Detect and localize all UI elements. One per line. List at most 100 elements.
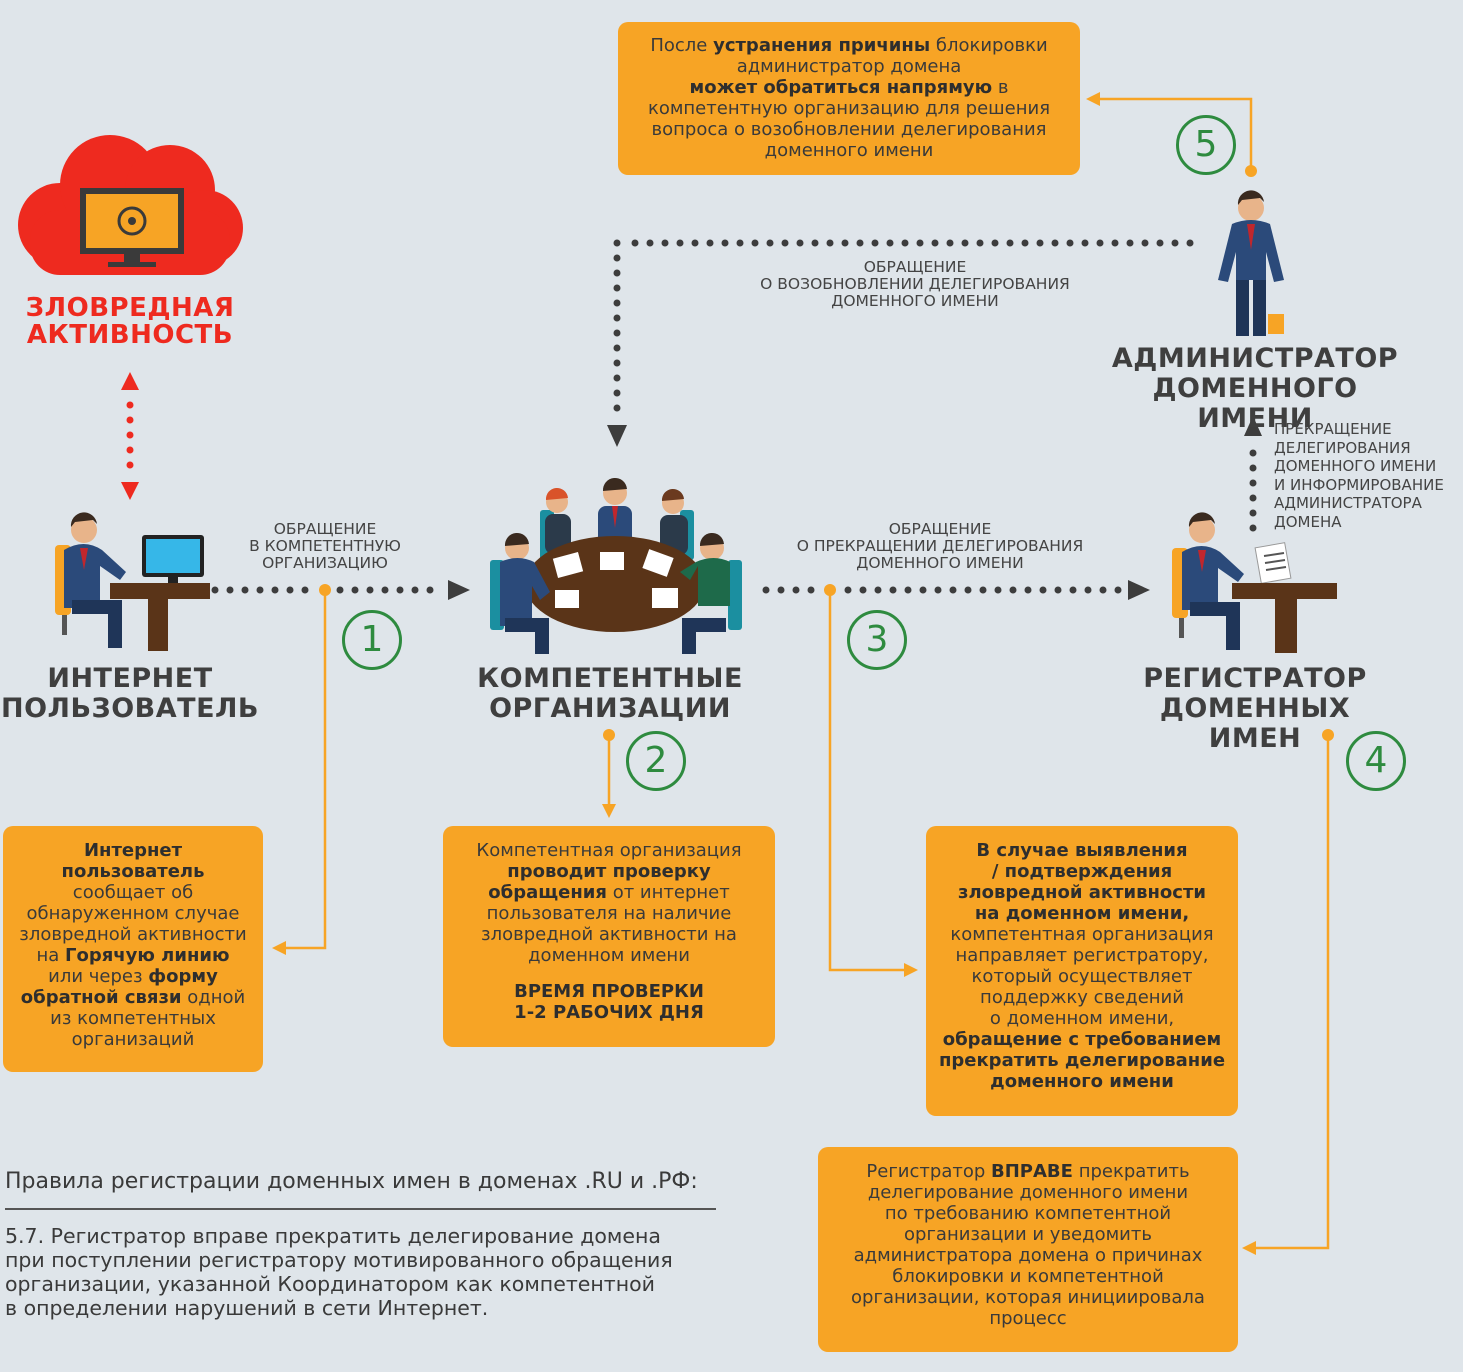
step3-bold: / подтверждения — [991, 861, 1173, 882]
step1-text: из компетентных — [50, 1008, 216, 1029]
domain-admin-icon — [1218, 190, 1284, 336]
step1-bold: пользователь — [61, 861, 205, 882]
step1-text: обнаруженном случае — [26, 903, 240, 924]
step3-bold: доменного имени — [990, 1071, 1174, 1092]
step4-text: администратора домена о причинах — [853, 1245, 1203, 1266]
rules-text: 5.7. Регистратор вправе прекратить делег… — [5, 1224, 725, 1320]
caption-line: И ИНФОРМИРОВАНИЕ — [1274, 475, 1444, 494]
step5-text: администратор домена — [736, 56, 962, 77]
step5-text: После — [650, 35, 708, 56]
step-3-badge: 3 — [847, 610, 907, 670]
step3-text: компетентная организация — [950, 924, 1214, 945]
step3-bold: на доменном имени, — [974, 903, 1190, 924]
registrar-icon — [1172, 512, 1337, 653]
step-4-box: Регистратор ВПРАВЕ прекратить делегирова… — [818, 1147, 1238, 1352]
step-1-badge: 1 — [342, 610, 402, 670]
malware-label: ЗЛОВРЕДНАЯ АКТИВНОСТЬ — [10, 295, 250, 349]
step5-text: блокировки — [935, 35, 1048, 56]
rules-line: 5.7. Регистратор вправе прекратить делег… — [5, 1224, 661, 1248]
internet-user-title: ИНТЕРНЕТ ПОЛЬЗОВАТЕЛЬ — [0, 664, 260, 724]
registrar-title-line2: ДОМЕННЫХ ИМЕН — [1159, 693, 1351, 754]
step2-bold: 1-2 РАБОЧИХ ДНЯ — [514, 1002, 704, 1023]
caption-line: О ПРЕКРАЩЕНИИ ДЕЛЕГИРОВАНИЯ — [796, 537, 1084, 555]
step4-text: процесс — [989, 1308, 1067, 1329]
rules-line: организации, указанной Координатором как… — [5, 1272, 655, 1296]
step5-text: в — [997, 77, 1009, 98]
caption-line: ДОМЕННОГО ИМЕНИ — [1274, 457, 1437, 475]
step2-text: пользователя на наличие — [486, 903, 732, 924]
step5-text: доменного имени — [764, 140, 934, 161]
step5-text: вопроса о возобновлении делегирования — [651, 119, 1047, 140]
caption-line: ДЕЛЕГИРОВАНИЯ — [1274, 438, 1411, 457]
step4-text: прекратить — [1078, 1161, 1190, 1182]
step2-text: доменном имени — [528, 945, 690, 966]
internet-user-title-line1: ИНТЕРНЕТ — [47, 663, 213, 694]
step-5-badge: 5 — [1176, 115, 1236, 175]
step3-bold: В случае выявления — [976, 840, 1188, 861]
step1-text: зловредной активности — [19, 924, 247, 945]
step1-text: одной — [187, 987, 246, 1008]
internet-user-title-line2: ПОЛЬЗОВАТЕЛЬ — [0, 693, 260, 724]
caption-line: ОБРАЩЕНИЕ — [273, 520, 377, 538]
internet-user-icon — [55, 512, 210, 651]
rules-line: при поступлении регистратору мотивирован… — [5, 1248, 673, 1272]
arrow-user-to-org — [211, 580, 470, 600]
caption-line: ДОМЕННОГО ИМЕНИ — [831, 292, 999, 310]
arrow-org-to-registrar — [762, 580, 1150, 600]
step2-bold: ВРЕМЯ ПРОВЕРКИ — [514, 981, 704, 1002]
caption-line: ОБРАЩЕНИЕ — [863, 258, 967, 276]
step4-text: Регистратор — [866, 1161, 986, 1182]
step-2-box: Компетентная организация проводит провер… — [443, 826, 775, 1047]
malware-label-line1: ЗЛОВРЕДНАЯ — [25, 293, 235, 323]
step2-bold: проводит проверку — [507, 861, 711, 882]
registrar-title-line1: РЕГИСТРАТОР — [1143, 663, 1367, 694]
caption-line: АДМИНИСТРАТОРА — [1274, 494, 1422, 512]
caption-org-to-registrar: ОБРАЩЕНИЕ О ПРЕКРАЩЕНИИ ДЕЛЕГИРОВАНИЯ ДО… — [765, 521, 1115, 572]
step4-text: по требованию компетентной — [884, 1203, 1172, 1224]
caption-line: В КОМПЕТЕНТНУЮ — [249, 537, 401, 555]
step5-bold: устранения причины — [713, 35, 931, 56]
caption-line: О ВОЗОБНОВЛЕНИИ ДЕЛЕГИРОВАНИЯ — [760, 275, 1070, 293]
step4-bold: ВПРАВЕ — [991, 1161, 1073, 1182]
step4-text: организации и уведомить — [904, 1224, 1152, 1245]
competent-orgs-title-line1: КОМПЕТЕНТНЫЕ — [477, 663, 743, 694]
caption-admin-to-org: ОБРАЩЕНИЕ О ВОЗОБНОВЛЕНИИ ДЕЛЕГИРОВАНИЯ … — [740, 259, 1090, 310]
step3-bold: обращение с требованием — [942, 1029, 1222, 1050]
domain-admin-title: АДМИНИСТРАТОР ДОМЕННОГО ИМЕНИ — [1095, 344, 1415, 434]
step-2-badge: 2 — [626, 731, 686, 791]
step-5-box: После устранения причины блокировки адми… — [618, 22, 1080, 175]
competent-orgs-title-line2: ОРГАНИЗАЦИИ — [489, 693, 731, 724]
caption-line: ОБРАЩЕНИЕ — [888, 520, 992, 538]
domain-admin-title-line2: ДОМЕННОГО ИМЕНИ — [1152, 373, 1358, 434]
step4-text: блокировки и компетентной — [892, 1266, 1164, 1287]
step1-text: организаций — [71, 1029, 195, 1050]
step2-text: от интернет — [612, 882, 730, 903]
registrar-title: РЕГИСТРАТОР ДОМЕННЫХ ИМЕН — [1110, 664, 1400, 754]
step1-text: или через — [48, 966, 143, 987]
step1-text: сообщает об — [72, 882, 194, 903]
step-4-badge: 4 — [1346, 731, 1406, 791]
step3-text: направляет регистратору, — [955, 945, 1209, 966]
step2-text: зловредной активности на — [481, 924, 737, 945]
orange-connectors — [282, 97, 1330, 1250]
step3-text: поддержку сведений — [980, 987, 1184, 1008]
domain-admin-title-line1: АДМИНИСТРАТОР — [1111, 343, 1399, 374]
competent-organizations-icon — [490, 477, 742, 654]
competent-orgs-title: КОМПЕТЕНТНЫЕ ОРГАНИЗАЦИИ — [470, 664, 750, 724]
step2-text: Компетентная организация — [476, 840, 742, 861]
step4-text: организации, которая инициировала — [851, 1287, 1205, 1308]
malware-label-line2: АКТИВНОСТЬ — [26, 320, 234, 350]
caption-line: ДОМЕНА — [1274, 512, 1342, 531]
arrow-registrar-to-admin — [1244, 416, 1262, 532]
step3-bold: зловредной активности — [957, 882, 1207, 903]
step-3-box: В случае выявления / подтверждения зловр… — [926, 826, 1238, 1116]
caption-line: ДОМЕННОГО ИМЕНИ — [856, 554, 1024, 572]
step5-bold: может обратиться напрямую — [689, 77, 993, 98]
step1-bold: Интернет — [83, 840, 183, 861]
step3-text: который осуществляет — [971, 966, 1193, 987]
step4-text: делегирование доменного имени — [867, 1182, 1189, 1203]
caption-line: ОРГАНИЗАЦИЮ — [262, 554, 388, 572]
step3-bold: прекратить делегирование — [938, 1050, 1226, 1071]
step1-bold: обратной связи — [20, 987, 182, 1008]
